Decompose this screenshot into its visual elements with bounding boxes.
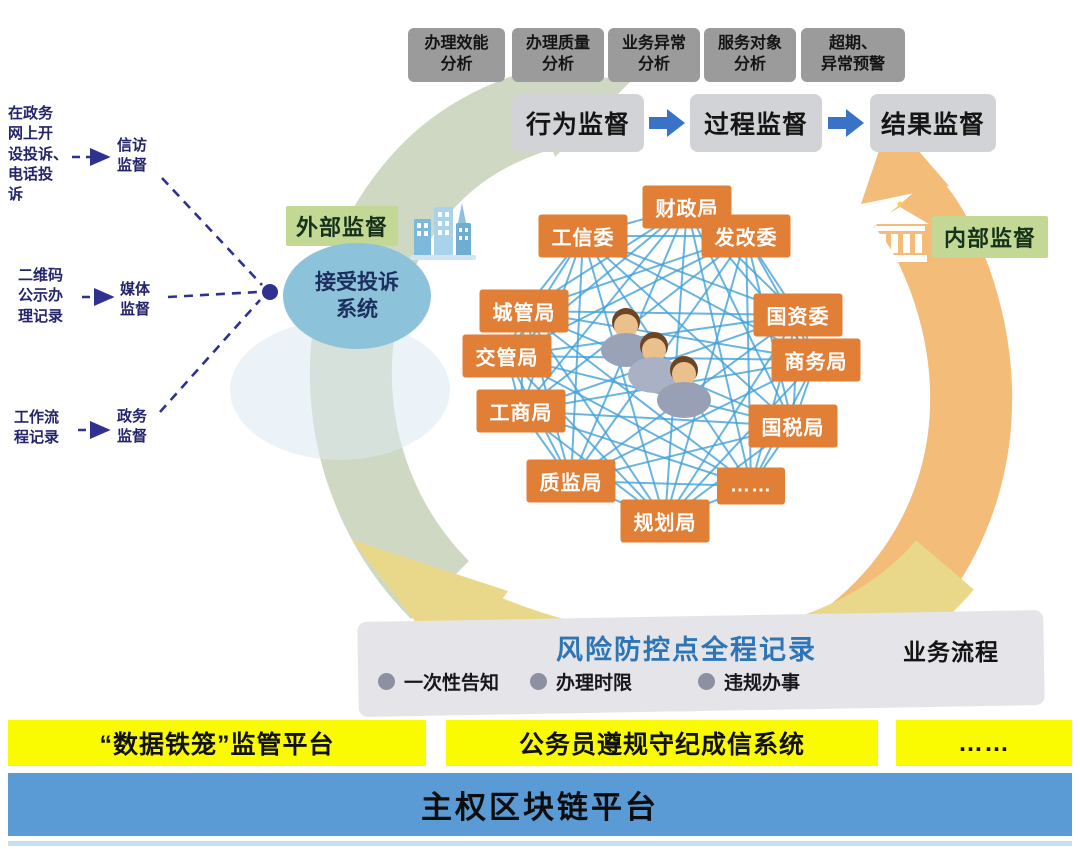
city-buildings-icon	[408, 197, 478, 270]
bullet-dot	[698, 673, 715, 690]
platform-civil-servant-integrity: 公务员遵规守纪成信系统	[446, 720, 878, 766]
bullet-dot	[530, 673, 547, 690]
channel-government: 政务 监督	[117, 408, 148, 445]
flow-step-process: 过程监督	[690, 94, 822, 152]
agency-node: 发改委	[701, 214, 791, 258]
agency-node: 质监局	[526, 459, 616, 503]
agency-node: 工商局	[476, 389, 566, 433]
bullet-label: 违规办事	[724, 673, 801, 694]
bullet-violation: 违规办事	[698, 668, 800, 695]
analysis-box-anomaly: 业务异常 分析	[608, 28, 700, 82]
flow-arrow-icon	[828, 108, 865, 143]
channel-media: 媒体 监督	[120, 281, 151, 318]
source-qrcode-record: 二维码 公示办 理记录	[18, 267, 64, 325]
internal-supervision-label: 内部监督	[932, 216, 1048, 258]
source-online-complaint: 在政务 网上开 设投诉、 电话投 诉	[8, 105, 69, 203]
business-process-label: 业务流程	[903, 639, 999, 665]
agency-node: 商务局	[771, 338, 861, 382]
bullet-label: 一次性告知	[404, 673, 500, 694]
flow-arrow-icon	[649, 108, 686, 143]
convergence-dot	[262, 284, 278, 300]
bullet-dot	[378, 673, 395, 690]
agency-node: 交管局	[462, 334, 552, 378]
analysis-box-quality: 办理质量 分析	[512, 28, 604, 82]
bottom-strip	[8, 841, 1072, 846]
bullet-one-time-notice: 一次性告知	[378, 668, 499, 695]
risk-record-title: 风险防控点全程记录	[556, 635, 817, 665]
bullet-time-limit: 办理时限	[530, 668, 632, 695]
bullet-label: 办理时限	[556, 673, 633, 694]
source-workflow-record: 工作流 程记录	[14, 409, 60, 447]
flow-step-result: 结果监督	[870, 94, 996, 152]
flow-step-behavior: 行为监督	[512, 94, 644, 152]
analysis-box-warning: 超期、 异常预警	[801, 28, 905, 82]
agency-node: 规划局	[620, 499, 710, 543]
agency-node: ……	[717, 467, 785, 505]
analysis-box-target: 服务对象 分析	[704, 28, 796, 82]
external-supervision-label: 外部监督	[286, 206, 398, 246]
people-icon	[592, 300, 722, 430]
bank-icon	[866, 200, 934, 271]
agency-node: 国税局	[748, 404, 838, 448]
agency-node: 国资委	[753, 293, 843, 337]
agency-node: 工信委	[538, 214, 628, 258]
platform-data-cage: “数据铁笼”监管平台	[8, 720, 426, 766]
analysis-box-efficiency: 办理效能 分析	[408, 28, 505, 82]
complaint-system-ellipse: 接受投诉 系统	[283, 243, 431, 349]
agency-node: 城管局	[479, 289, 569, 333]
sovereign-blockchain-platform: 主权区块链平台	[8, 773, 1072, 836]
channel-petition: 信访 监督	[117, 137, 148, 174]
platform-more: ……	[896, 720, 1072, 766]
